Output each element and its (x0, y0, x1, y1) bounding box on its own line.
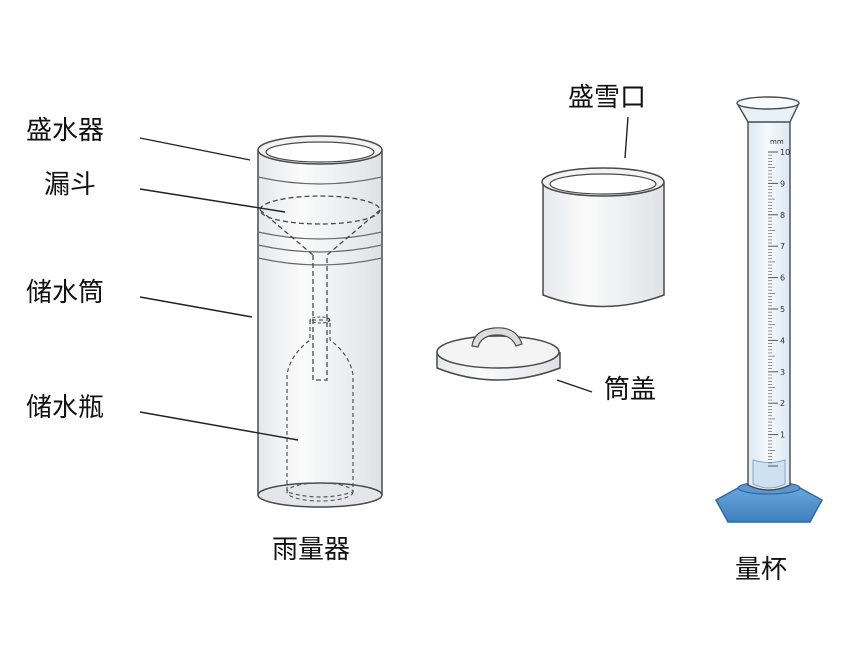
rain-gauge (257, 135, 383, 508)
leader-line-storage-bottle (139, 411, 299, 441)
measuring-cup-liquid (752, 459, 786, 489)
label-water-container: 盛水器 (26, 116, 105, 146)
measuring-cup-scale: mm 1 2 3 4 5 6 7 8 9 10 (768, 138, 790, 467)
scale-tick-label: 4 (780, 336, 785, 345)
measuring-cup-mouth (736, 96, 800, 110)
snow-mouth-body (542, 182, 665, 308)
scale-tick-label: 9 (780, 179, 785, 188)
lid-top (436, 335, 560, 369)
scale-tick-label: 3 (780, 368, 785, 377)
storage-bottle-outline (286, 319, 354, 498)
label-cylinder-lid: 筒盖 (604, 375, 657, 405)
measuring-cup-tube (747, 120, 791, 491)
snow-mouth-opening (549, 173, 657, 195)
leader-line-storage-cylinder (139, 296, 253, 318)
scale-unit-label: mm (770, 138, 784, 146)
measuring-cup: mm 1 2 3 4 5 6 7 8 9 10 (714, 96, 824, 523)
scale-tick-label: 2 (780, 399, 785, 408)
leader-line-water-container (139, 137, 251, 161)
label-funnel: 漏斗 (44, 170, 97, 200)
cylinder-bottom (257, 482, 383, 508)
band-line (257, 231, 383, 240)
band-line (257, 257, 383, 266)
label-storage-cylinder: 储水筒 (26, 278, 105, 308)
storage-bottle-base (286, 482, 354, 502)
water-container-opening (265, 141, 375, 163)
scale-tick-label: 10 (780, 148, 790, 157)
label-rain-gauge: 雨量器 (272, 535, 351, 565)
scale-tick-label: 7 (780, 242, 785, 251)
leader-line-cylinder-lid (556, 379, 593, 393)
leader-line-snow-mouth (624, 116, 629, 159)
scale-tick-label: 6 (780, 274, 785, 283)
storage-bottle-neck (309, 316, 331, 324)
leader-line-funnel (139, 188, 286, 213)
band-line (257, 176, 383, 185)
scale-tick-label: 1 (780, 431, 785, 440)
scale-tick-label: 8 (780, 211, 785, 220)
funnel-cone (259, 209, 381, 256)
scale-tick-label: 5 (780, 305, 785, 314)
snow-mouth-part (541, 167, 665, 308)
funnel-spout (312, 255, 328, 381)
label-snow-mouth: 盛雪口 (568, 83, 647, 113)
cylinder-lid-part (436, 327, 561, 381)
label-measuring-cup: 量杯 (735, 555, 788, 585)
label-storage-bottle: 储水瓶 (26, 393, 105, 423)
band-line (257, 244, 383, 253)
lid-handle (471, 327, 523, 348)
